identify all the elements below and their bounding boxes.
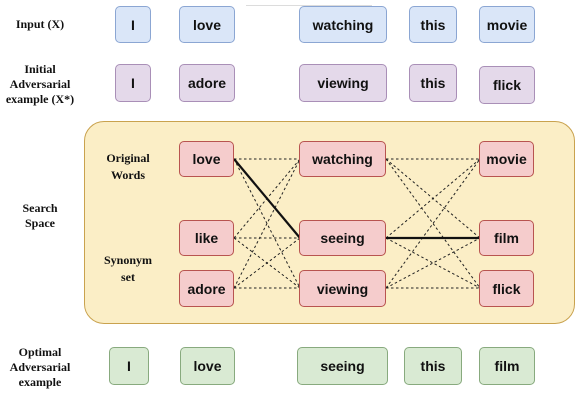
node-like: like xyxy=(179,220,234,256)
node-love: love xyxy=(179,141,234,177)
optimal-adv-token-2: love xyxy=(180,347,235,385)
input-token-5: movie xyxy=(479,6,535,43)
optimal-adv-token-4: this xyxy=(404,347,462,385)
optimal-link-love-seeing xyxy=(233,158,301,239)
input-row-label: Input (X) xyxy=(15,17,65,31)
node-adore: adore xyxy=(179,270,234,307)
node-film: film xyxy=(479,220,534,256)
input-token-2: love xyxy=(179,6,235,43)
optimal-adversarial-row-label: Optimal Adversarial example xyxy=(9,345,71,389)
optimal-adv-token-5: film xyxy=(479,347,535,385)
optimal-adv-token-3: seeing xyxy=(297,347,388,385)
node-viewing: viewing xyxy=(299,270,386,307)
initial-adv-token-5: flick xyxy=(479,66,535,104)
optimal-adv-token-1: I xyxy=(109,347,149,385)
node-movie: movie xyxy=(479,141,534,177)
node-watching: watching xyxy=(299,141,386,177)
search-space-label: Search Space xyxy=(22,201,58,230)
dashed-link-viewing-movie xyxy=(385,158,481,289)
original-words-label: Original Words xyxy=(106,151,150,182)
initial-adversarial-row-label: Initial Adversarial example (X*) xyxy=(5,62,75,106)
node-seeing: seeing xyxy=(299,220,386,256)
dashed-link-watching-flick xyxy=(385,158,481,289)
dashed-link-adore-seeing xyxy=(233,237,301,289)
initial-adv-token-2: adore xyxy=(179,64,235,102)
top-divider-line xyxy=(246,5,372,6)
input-token-4: this xyxy=(409,6,457,43)
input-token-3: watching xyxy=(299,6,387,43)
dashed-link-adore-watching xyxy=(233,158,301,289)
initial-adv-token-1: I xyxy=(115,64,151,102)
node-flick: flick xyxy=(479,270,534,307)
initial-adv-token-4: this xyxy=(409,64,457,102)
initial-adv-token-3: viewing xyxy=(299,64,387,102)
input-token-1: I xyxy=(115,6,151,43)
dashed-link-seeing-movie xyxy=(385,158,481,239)
synonym-set-label: Synonym set xyxy=(103,253,153,284)
